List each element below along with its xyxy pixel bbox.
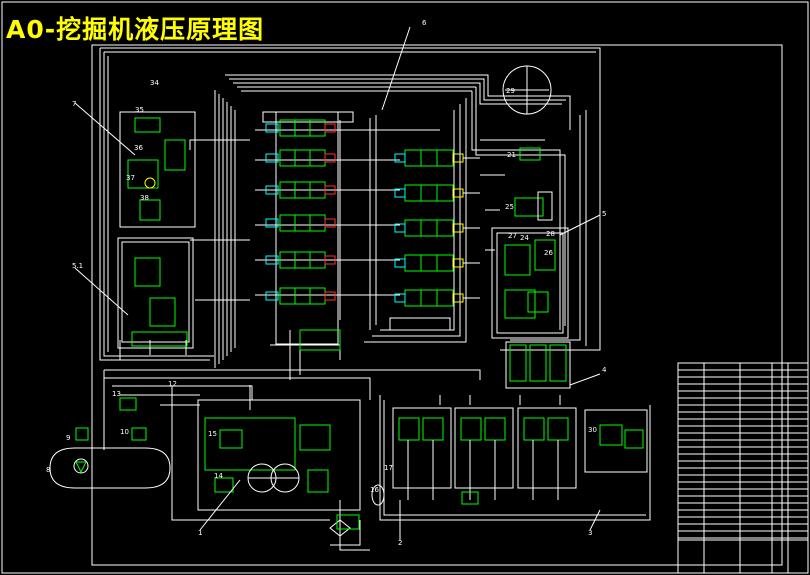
directional-valves bbox=[389, 149, 480, 331]
spool-valve-left bbox=[265, 251, 336, 269]
spool-valve-right bbox=[394, 149, 480, 167]
spool-valve-right bbox=[394, 219, 480, 237]
callout-3: 3 bbox=[588, 529, 592, 537]
inner-frame bbox=[91, 44, 783, 566]
callout-10: 10 bbox=[120, 428, 129, 436]
callout-9: 9 bbox=[66, 434, 70, 442]
pipe-network bbox=[99, 47, 651, 551]
main-valve-block bbox=[262, 111, 354, 351]
relief-unit-5-1 bbox=[117, 237, 194, 349]
callout-29: 29 bbox=[506, 87, 515, 95]
callout-4: 4 bbox=[602, 366, 607, 374]
filters-and-accumulators bbox=[75, 397, 479, 537]
callout-12: 12 bbox=[168, 380, 177, 388]
callout-27: 27 bbox=[508, 232, 517, 240]
callout-21: 21 bbox=[507, 151, 516, 159]
drawing-title: A0-挖掘机液压原理图 bbox=[6, 15, 265, 44]
callout-25: 25 bbox=[505, 203, 514, 211]
callout-26: 26 bbox=[544, 249, 553, 257]
spool-valve-left bbox=[265, 181, 336, 199]
callout-34: 34 bbox=[150, 79, 159, 87]
callout-24: 24 bbox=[520, 234, 529, 242]
callout-35: 35 bbox=[135, 106, 144, 114]
callout-38: 38 bbox=[140, 194, 149, 202]
callout-13: 13 bbox=[112, 390, 121, 398]
spool-valve-left bbox=[265, 214, 336, 232]
callout-14: 14 bbox=[214, 472, 223, 480]
aux-components-right bbox=[505, 147, 571, 389]
swing-motor bbox=[502, 65, 552, 115]
callout-5-1: 5.1 bbox=[72, 262, 83, 270]
callout-labels: 7 5.1 6 5 4 1 2 3 8 9 10 12 13 14 15 16 … bbox=[46, 19, 607, 547]
callout-17: 17 bbox=[384, 464, 393, 472]
actuator-group bbox=[392, 407, 452, 500]
pump-group-1 bbox=[197, 399, 361, 511]
spool-valve-right bbox=[394, 254, 480, 272]
leader-lines bbox=[74, 26, 601, 540]
actuator-group bbox=[454, 407, 514, 500]
spool-valve-left bbox=[265, 149, 336, 167]
callout-2: 2 bbox=[398, 539, 402, 547]
actuator-group bbox=[517, 407, 577, 500]
callout-6: 6 bbox=[422, 19, 427, 27]
callout-1: 1 bbox=[198, 529, 202, 537]
title-block bbox=[677, 362, 809, 574]
actuator-groups bbox=[392, 407, 648, 500]
callout-7: 7 bbox=[72, 100, 76, 108]
callout-5: 5 bbox=[602, 210, 606, 218]
callout-36: 36 bbox=[134, 144, 143, 152]
spool-valve-right bbox=[394, 184, 480, 202]
callout-30: 30 bbox=[588, 426, 597, 434]
callout-15: 15 bbox=[208, 430, 217, 438]
oil-tank bbox=[49, 447, 171, 489]
callout-8: 8 bbox=[46, 466, 50, 474]
callout-37: 37 bbox=[126, 174, 135, 182]
spool-valve-right bbox=[394, 289, 480, 307]
pilot-unit-7 bbox=[119, 111, 196, 228]
spool-valve-left bbox=[265, 119, 336, 137]
relief-unit-5 bbox=[491, 227, 569, 339]
callout-16: 16 bbox=[370, 486, 379, 494]
callout-28: 28 bbox=[546, 230, 555, 238]
spool-valve-left bbox=[265, 287, 336, 305]
